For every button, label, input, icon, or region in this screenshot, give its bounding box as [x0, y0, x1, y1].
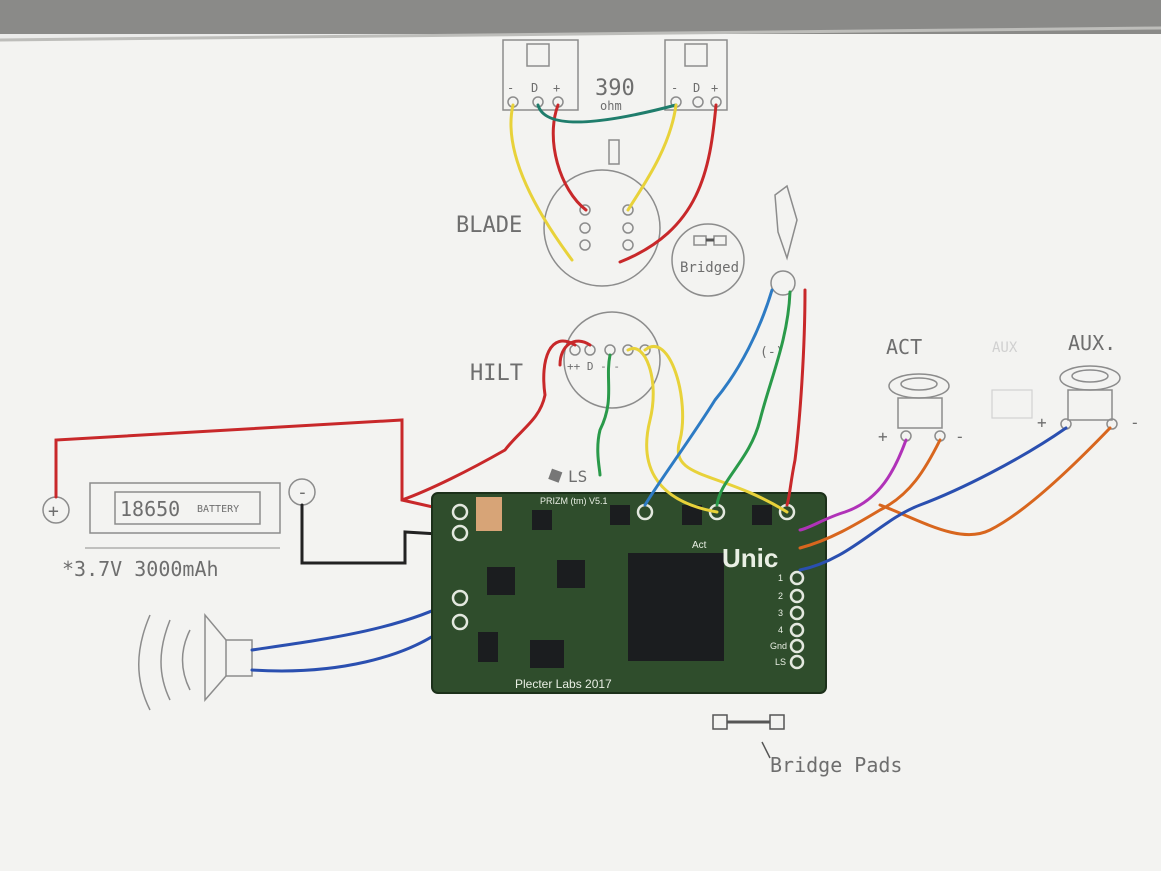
pcb-act-label: Act: [692, 540, 707, 551]
strip-left-pin-minus: -: [507, 81, 514, 95]
bridged-callout: [671, 223, 745, 297]
wire-blade-red-right: [618, 103, 718, 264]
hilt-pin-labels: ++ D - -: [567, 360, 620, 373]
hilt-wires: [400, 288, 1112, 572]
battery-label: 18650: [120, 497, 180, 521]
blade-connector: [543, 169, 661, 287]
battery-sublabel: BATTERY: [197, 504, 239, 515]
chip-5: [478, 632, 498, 662]
wire-act-orange: [798, 426, 1112, 550]
wire-act-magenta: [798, 438, 908, 532]
wire-led-red: [785, 288, 807, 507]
wire-led-green: [715, 290, 792, 507]
resistor-390: [608, 139, 620, 165]
blade-label: BLADE: [456, 213, 522, 238]
resistor-value: 390: [595, 76, 635, 101]
wire-blade-yellow-right: [626, 103, 678, 212]
bridge-pads-sketch: [712, 714, 785, 759]
aux-switch: [1059, 365, 1121, 430]
pcb-maker: Plecter Labs 2017: [515, 677, 612, 691]
act-label: ACT: [886, 335, 922, 359]
pcb-pad-ls: LS: [775, 657, 786, 667]
ls-label: LS: [568, 467, 587, 486]
led-strip-right: [664, 39, 728, 111]
pcb-name: PRIZM (tm) V5.1: [540, 496, 608, 506]
chip-3: [557, 560, 585, 588]
wire-blade-teal: [536, 103, 678, 124]
wire-hilt-red: [400, 339, 577, 502]
blade-wires: [509, 103, 718, 264]
wire-battery-black: [300, 503, 457, 565]
ls-pad-sketch: [548, 468, 563, 483]
pcb-pad-4: 4: [778, 625, 783, 635]
pcb-brand: Unic: [722, 543, 778, 573]
aux-minus: -: [1130, 413, 1140, 432]
aux-plus: +: [1037, 413, 1047, 432]
act-plus: +: [878, 427, 888, 446]
wire-led-blue: [643, 288, 774, 507]
bridged-label: Bridged: [680, 260, 739, 276]
wire-blade-yellow-left: [509, 103, 574, 262]
strip-right-pin-d: D: [693, 81, 700, 95]
pcb-pad-1: 1: [778, 573, 783, 583]
battery-spec: *3.7V 3000mAh: [62, 557, 219, 581]
act-minus: -: [955, 427, 965, 446]
chip-4: [530, 640, 564, 668]
wire-hilt-yellow: [626, 346, 719, 514]
paper-sheet: [0, 28, 1161, 871]
top-shadow: [0, 0, 1161, 34]
wire-battery-red: [54, 418, 457, 514]
wire-ls-green: [596, 353, 612, 477]
pcb-pad-gnd: Gnd: [770, 641, 787, 651]
battery-wires: [54, 418, 457, 565]
prizm-pcb: [431, 492, 827, 694]
pcb-pad-2: 2: [778, 591, 783, 601]
capacitor: [476, 497, 502, 531]
resistor-unit: ohm: [600, 99, 622, 113]
led-chip-left: [526, 43, 550, 67]
main-chip: [628, 553, 724, 661]
aux-switch-ghost: [991, 389, 1033, 419]
battery-plus-label: +: [48, 501, 59, 522]
wire-aux-blue: [798, 426, 1068, 572]
wire-blade-red-left: [551, 103, 588, 212]
pcb-pad-3: 3: [778, 608, 783, 618]
indicator-led: [770, 184, 798, 296]
hilt-label: HILT: [470, 361, 523, 386]
aux-label: AUX.: [1068, 331, 1116, 355]
strip-left-pin-d: D: [531, 81, 538, 95]
bridge-pads-label: Bridge Pads: [770, 753, 902, 777]
strip-right-pin-minus: -: [671, 81, 678, 95]
aux-ghost-label: AUX: [992, 340, 1018, 356]
speaker: [138, 612, 253, 711]
strip-left-pin-plus: +: [553, 81, 560, 95]
strip-right-pin-plus: +: [711, 81, 718, 95]
battery-minus-label: -: [297, 482, 308, 503]
chip-2: [487, 567, 515, 595]
led-chip-right: [684, 43, 708, 67]
